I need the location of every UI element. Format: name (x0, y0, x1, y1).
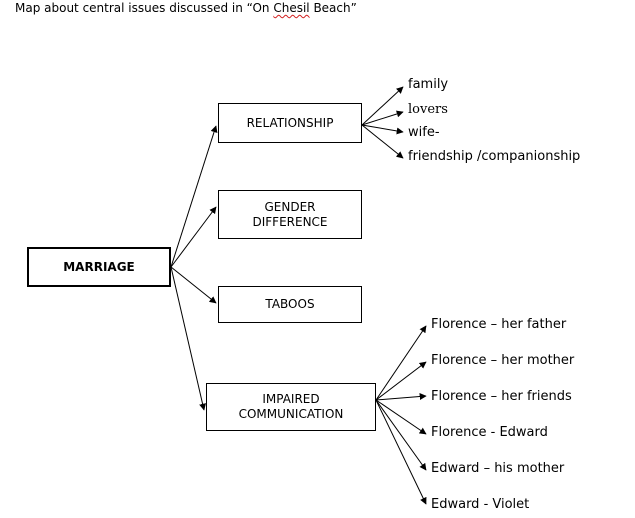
arrow-to-florence-edward (375, 399, 427, 435)
gender-difference-label-line2: DIFFERENCE (252, 214, 328, 229)
relationship-label: RELATIONSHIP (246, 115, 334, 130)
arrow-to-edward-violet (375, 399, 427, 505)
arrow-to-impaired-communication (170, 266, 206, 411)
relationship-item-friendship: friendship /companionship (408, 149, 581, 164)
arrow-to-taboos (170, 266, 217, 304)
relationship-item-wife: wife- (408, 125, 440, 140)
gender-difference-label-line1: GENDER (264, 199, 316, 214)
communication-item-florence-friends: Florence – her friends (431, 389, 572, 404)
relationship-item-family: family (408, 77, 449, 92)
impaired-communication-label-line2: COMMUNICATION (238, 407, 344, 421)
title-prefix: Map about central issues discussed in “O… (15, 1, 274, 15)
communication-item-edward-mother: Edward – his mother (431, 461, 565, 476)
relationship-item-lovers: lovers (408, 102, 448, 117)
marriage-label: MARRIAGE (63, 259, 135, 274)
title-suffix: Beach” (309, 1, 357, 15)
arrow-to-wife (361, 124, 404, 135)
arrow-to-gender-difference (170, 206, 217, 268)
taboos-node: TABOOS (218, 286, 362, 323)
arrow-to-lovers (361, 110, 404, 126)
arrow-to-florence-mother (375, 361, 427, 401)
marriage-root-node: MARRIAGE (27, 247, 171, 287)
arrow-to-edward-mother (375, 399, 427, 471)
arrow-to-friendship (361, 124, 404, 159)
arrow-to-florence-father (375, 325, 427, 401)
gender-difference-node: GENDER DIFFERENCE (218, 190, 362, 239)
diagram-title: Map about central issues discussed in “O… (15, 1, 357, 15)
arrow-to-florence-friends (375, 393, 427, 401)
relationship-node: RELATIONSHIP (218, 103, 362, 143)
impaired-communication-label-line1: IMPAIRED (262, 392, 320, 406)
communication-item-florence-father: Florence – her father (431, 317, 567, 332)
communication-item-florence-mother: Florence – her mother (431, 353, 575, 368)
communication-item-edward-violet: Edward - Violet (431, 497, 530, 512)
arrow-to-relationship (170, 125, 218, 268)
arrow-to-family (361, 86, 404, 126)
impaired-communication-node: IMPAIRED COMMUNICATION (206, 383, 376, 431)
taboos-label: TABOOS (265, 297, 315, 311)
title-chesil-word: Chesil (273, 1, 310, 15)
communication-item-florence-edward: Florence - Edward (431, 425, 548, 440)
